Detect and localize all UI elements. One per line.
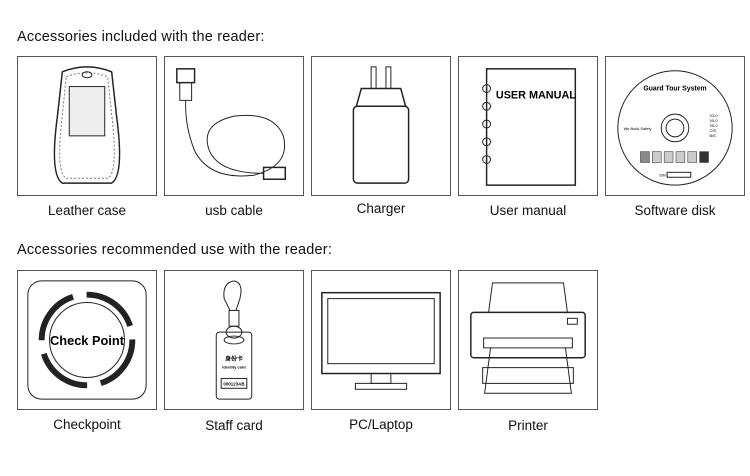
disk-option: C/S [710, 128, 717, 133]
leather-case-label: Leather case [47, 203, 127, 218]
checkpoint-label: Checkpoint [53, 417, 121, 432]
disk-option: V3.0 [710, 113, 719, 118]
charger-image [311, 56, 451, 196]
user-manual-label: User manual [489, 203, 567, 218]
printer-label: Printer [508, 418, 548, 433]
staff-card-icon: 身份卡 Identity card 000123AB [215, 280, 253, 400]
card-id-text: 000123AB [223, 381, 244, 386]
disk-option: V5.0 [710, 118, 719, 123]
manual-cover-text: USER MANUAL [496, 89, 576, 101]
included-heading: Accessories included with the reader: [17, 29, 265, 45]
recommended-heading: Accessories recommended use with the rea… [17, 242, 333, 258]
disk-title: Guard Tour System [643, 86, 706, 93]
checkpoint-icon: Check Point [27, 280, 147, 400]
usb-cable-image [164, 56, 304, 196]
usb-cable-icon [176, 68, 286, 180]
checkpoint-image: Check Point [17, 270, 157, 410]
leather-case-image [17, 56, 157, 196]
software-disk-icon: Guard Tour System We Build Safety V3.0V5.0… [617, 70, 733, 186]
checkpoint-text: Check Point [50, 333, 125, 348]
user-manual-icon: USER MANUAL [482, 68, 576, 186]
printer-image [458, 270, 598, 410]
charger-label: Charger [356, 201, 406, 216]
pc-image [311, 270, 451, 410]
software-disk-label: Software disk [634, 203, 716, 218]
user-manual-image: USER MANUAL [458, 56, 598, 196]
disk-sn: S/N [659, 172, 666, 177]
printer-icon [470, 282, 586, 394]
card-cn-text: 身份卡 [225, 355, 243, 363]
card-en-text: Identity card [222, 365, 246, 370]
disk-option: V8.0 [710, 123, 719, 128]
disk-slogan: We Build Safety [624, 126, 652, 131]
leather-case-icon [53, 66, 121, 184]
monitor-icon [321, 291, 441, 390]
pc-label: PC/Laptop [349, 417, 413, 432]
staff-card-image: 身份卡 Identity card 000123AB [164, 270, 304, 410]
usb-cable-label: usb cable [205, 203, 263, 218]
charger-icon [352, 66, 410, 184]
staff-card-label: Staff card [205, 418, 263, 433]
disk-option: B/S [710, 133, 717, 138]
